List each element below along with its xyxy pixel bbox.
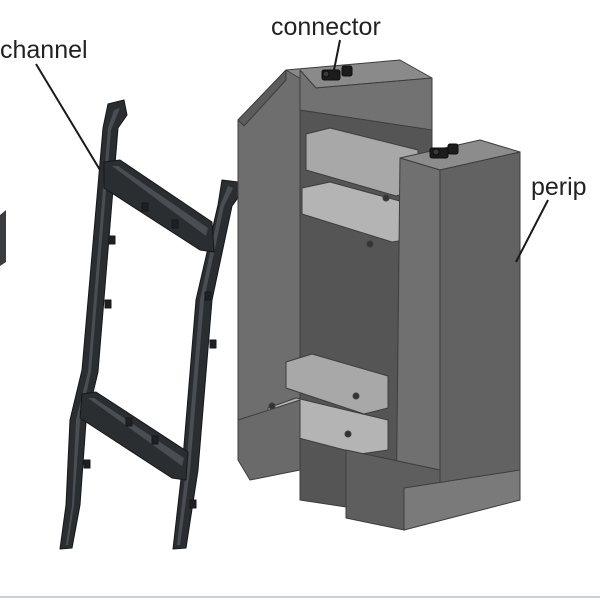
peripheral-block — [237, 59, 521, 531]
peripheral-leader-line — [515, 199, 549, 263]
shelf-bolt — [352, 392, 360, 400]
block-left-lower-front — [237, 399, 301, 481]
block-base-light — [403, 469, 521, 531]
channel-left-rail-highlight — [66, 108, 120, 545]
shelf-bolt — [268, 402, 276, 410]
channel-top-crossbar — [103, 159, 215, 253]
channel-top-crossbar-highlight — [112, 166, 208, 236]
peripheral-label: perip — [531, 173, 587, 201]
connector-leader-line — [333, 39, 341, 71]
channel-right-rail-highlight — [177, 186, 233, 545]
shelf-bolt — [366, 240, 374, 248]
shelf-bolt — [344, 430, 352, 438]
channel-frame — [59, 99, 241, 550]
block-front-side-face — [439, 151, 521, 519]
connector-top-front — [429, 143, 459, 159]
left-edge-fragment — [0, 210, 6, 266]
block-left-side-face — [237, 69, 287, 127]
connector-label: connector — [271, 13, 381, 41]
channel-label: channel — [0, 36, 88, 64]
shelf-bolt — [382, 194, 390, 202]
channel-studs — [83, 202, 217, 509]
connector-top-back — [321, 65, 353, 81]
channel-bottom-crossbar — [79, 391, 189, 481]
channel-bottom-crossbar-highlight — [88, 398, 184, 466]
block-lower-shelf — [285, 353, 389, 415]
channel-leader-line — [35, 63, 101, 171]
